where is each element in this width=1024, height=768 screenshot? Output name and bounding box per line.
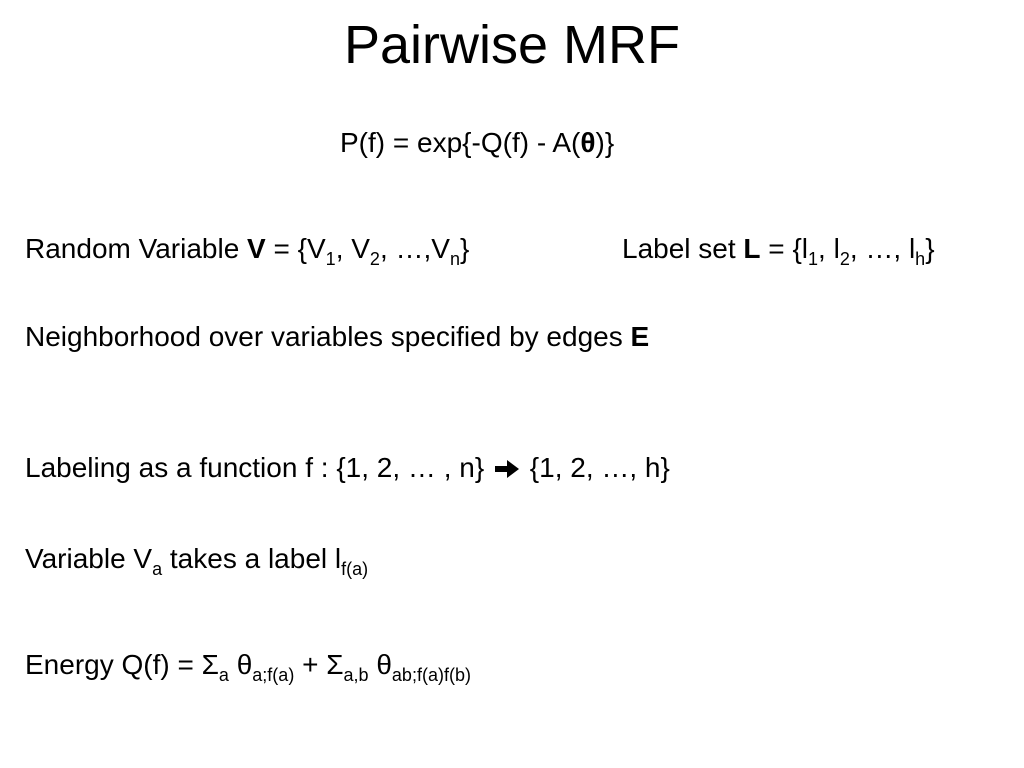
ls-text: }	[925, 233, 935, 264]
formula-text-pre: P(f) = exp{-Q(f) - A(	[340, 127, 581, 158]
variable-text: takes a label l	[162, 543, 342, 574]
rv-subscript: 2	[369, 249, 380, 269]
rv-text: , …,V	[379, 233, 450, 264]
rv-text: }	[459, 233, 470, 264]
variable-subscript: f(a)	[341, 559, 369, 579]
rv-subscript: n	[449, 249, 460, 269]
labeling-text: {1, 2, …, h}	[521, 452, 670, 483]
energy-subscript: ab;f(a)f(b)	[391, 665, 471, 685]
variable-subscript: a	[152, 559, 163, 579]
ls-text: , l	[818, 233, 840, 264]
ls-text: Label set	[622, 233, 744, 264]
energy-text: θ	[228, 649, 253, 680]
variable-label-statement: Variable Va takes a label lf(a)	[25, 542, 369, 579]
energy-text: θ	[368, 649, 392, 680]
random-variable-definition: Random Variable V = {V1, V2, …,Vn}	[25, 232, 470, 269]
variable-text: Variable V	[25, 543, 153, 574]
rv-text: = {V	[265, 233, 326, 264]
ls-subscript: h	[915, 249, 926, 269]
nbhd-symbol: E	[630, 321, 650, 352]
labeling-text: Labeling as a function f : {1, 2, … , n}	[25, 452, 492, 483]
ls-subscript: 2	[839, 249, 850, 269]
rv-symbol: V	[247, 233, 266, 264]
energy-subscript: a,b	[343, 665, 369, 685]
nbhd-text: Neighborhood over variables specified by…	[25, 321, 631, 352]
ls-symbol: L	[743, 233, 761, 264]
rv-text: , V	[335, 233, 370, 264]
energy-text: Energy Q(f) = Σ	[25, 649, 219, 680]
right-arrow-icon	[494, 454, 520, 488]
ls-text: , …, l	[849, 233, 916, 264]
energy-subscript: a	[218, 665, 229, 685]
ls-subscript: 1	[808, 249, 819, 269]
rv-subscript: 1	[325, 249, 336, 269]
energy-text: + Σ	[294, 649, 344, 680]
label-set-definition: Label set L = {l1, l2, …, lh}	[622, 232, 935, 269]
ls-text: = {l	[760, 233, 809, 264]
formula-text-post: )}	[595, 127, 615, 158]
energy-formula: Energy Q(f) = Σa θa;f(a) + Σa,b θab;f(a)…	[25, 648, 471, 685]
probability-formula: P(f) = exp{-Q(f) - A(θ)}	[340, 126, 614, 160]
rv-text: Random Variable	[25, 233, 248, 264]
labeling-definition: Labeling as a function f : {1, 2, … , n}…	[25, 451, 670, 488]
slide-title: Pairwise MRF	[343, 15, 681, 75]
energy-subscript: a;f(a)	[252, 665, 295, 685]
formula-theta: θ	[580, 127, 596, 158]
neighborhood-definition: Neighborhood over variables specified by…	[25, 320, 649, 354]
